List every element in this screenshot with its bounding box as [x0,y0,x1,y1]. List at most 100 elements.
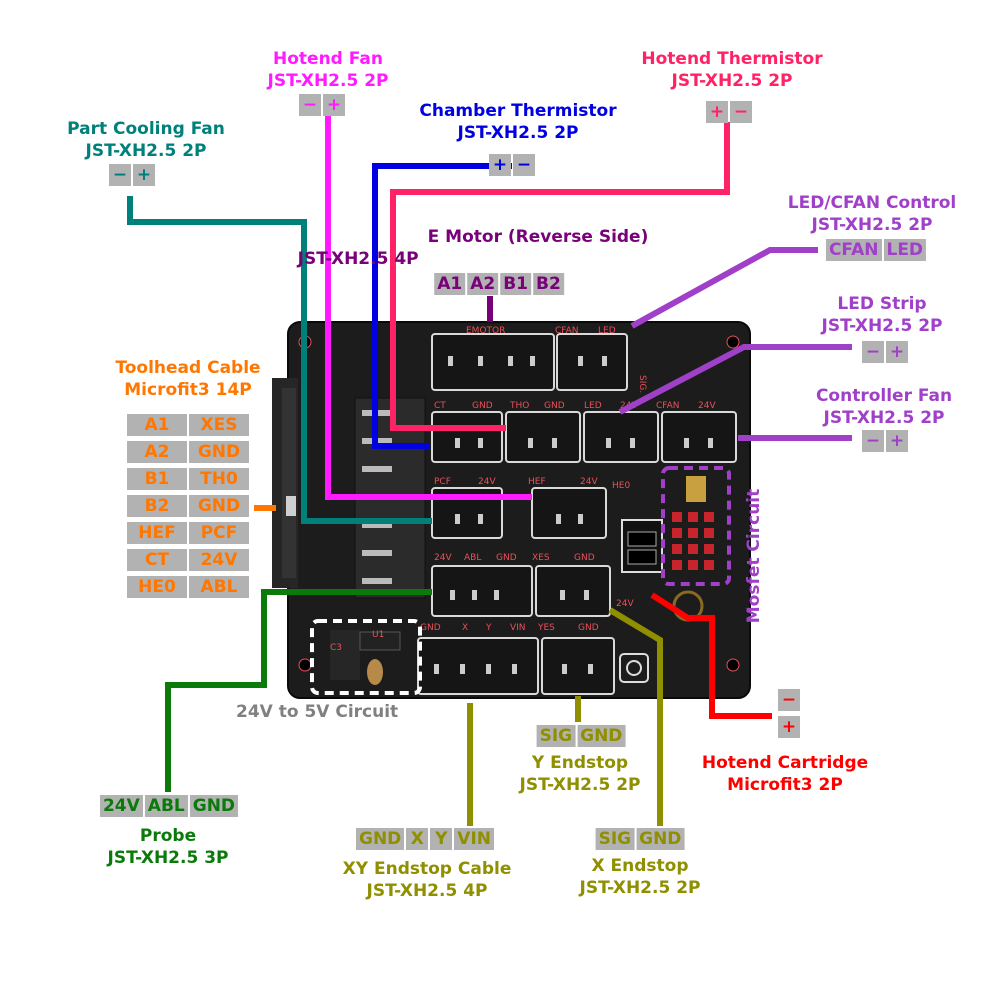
led-strip-pin-neg: − [862,341,884,363]
wire-x-endstop [608,607,663,826]
probe-label: Probe JST-XH2.5 3P [108,825,229,869]
controller-fan-pins: − + [862,430,908,452]
y-endstop-label: Y Endstop JST-XH2.5 2P [520,752,641,796]
hotend-cartridge-type: Microfit3 2P [727,775,843,795]
toolhead-pin-1: XES [189,414,249,436]
e-motor-pins: A1 A2 B1 B2 [434,273,564,295]
hotend-fan-label: Hotend Fan JST-XH2.5 2P [268,48,389,92]
toolhead-cable-label: Toolhead Cable Microfit3 14P [115,357,260,401]
mosfet-circuit-label: Mosfet Circuit [744,488,764,624]
toolhead-pin-5: TH0 [189,468,249,490]
hotend-thermistor-pins: + − [706,101,752,123]
part-cooling-fan-pin-pos: + [133,164,155,186]
silk-row4-0: 24V [434,553,452,563]
silk-row3-2: HEF [528,477,546,487]
chamber-thermistor-pin-neg: − [513,154,535,176]
controller-fan-type: JST-XH2.5 2P [823,408,945,428]
hotend-cartridge-pin-pos: + [778,716,800,738]
e-motor-pin-b1: B1 [500,273,531,295]
y-endstop-type: JST-XH2.5 2P [519,775,641,795]
probe-name: Probe [139,826,197,846]
silk-row2-3: GND [544,401,565,411]
hotend-fan-type: JST-XH2.5 2P [267,71,389,91]
toolhead-pin-4: B1 [127,468,187,490]
x-endstop-type: JST-XH2.5 2P [579,878,701,898]
part-cooling-fan-name: Part Cooling Fan [67,119,225,139]
controller-fan-name: Controller Fan [815,386,953,406]
hotend-thermistor-label: Hotend Thermistor JST-XH2.5 2P [641,48,822,92]
y-endstop-pin-gnd: GND [577,725,626,747]
probe-type: JST-XH2.5 3P [107,848,229,868]
pcb-board: EMOTOR CFAN LED SIG. CT GND THO GND LED … [272,321,751,699]
x-endstop-name: X Endstop [591,856,689,876]
led-cfan-pin-cfan: CFAN [825,239,882,261]
led-cfan-control-name: LED/CFAN Control [787,193,957,213]
chamber-thermistor-label: Chamber Thermistor JST-XH2.5 2P [419,100,616,144]
hotend-thermistor-type: JST-XH2.5 2P [671,71,793,91]
silk-row2-2: THO [509,401,529,411]
toolhead-pin-6: B2 [127,495,187,517]
probe-pin-abl: ABL [144,795,188,817]
controller-fan-pin-pos: + [886,430,908,452]
controller-fan-label: Controller Fan JST-XH2.5 2P [816,385,952,429]
silk-row5-4: YES [537,623,555,633]
silk-u1: U1 [372,630,384,640]
hotend-cartridge-name: Hotend Cartridge [701,753,869,773]
toolhead-cable-name: Toolhead Cable [115,358,261,378]
toolhead-pin-8: HEF [127,522,187,544]
led-strip-label: LED Strip JST-XH2.5 2P [822,293,943,337]
wire-hotend-fan [325,116,532,500]
silk-row2-0: CT [434,401,446,411]
silk-row3-0: PCF [434,477,451,487]
e-motor-pin-b2: B2 [533,273,564,295]
chamber-thermistor-name: Chamber Thermistor [419,101,617,121]
silk-row5-3: VIN [510,623,526,633]
xy-endstop-pins: GND X Y VIN [355,828,495,850]
led-cfan-control-type: JST-XH2.5 2P [811,215,933,235]
hotend-fan-pin-neg: − [299,94,321,116]
e-motor-pin-a2: A2 [467,273,499,295]
x-endstop-pin-gnd: GND [636,828,685,850]
hotend-cartridge-label: Hotend Cartridge Microfit3 2P [702,752,868,796]
toolhead-pin-9: PCF [189,522,249,544]
silk-row2-6: CFAN [656,401,680,411]
probe-pins: 24V ABL GND [99,795,239,817]
probe-pin-gnd: GND [189,795,239,817]
silk-row2-4: LED [584,401,602,411]
hotend-thermistor-pin-neg: − [730,101,752,123]
toolhead-pin-12: HE0 [127,576,187,598]
y-endstop-pins: SIG GND [536,725,626,747]
hotend-fan-name: Hotend Fan [273,49,383,69]
probe-pin-24v: 24V [99,795,143,817]
silk-row4-3: XES [532,553,550,563]
silk-row3-4: HE0 [612,481,630,491]
x-endstop-pin-sig: SIG [595,828,635,850]
e-motor-label: E Motor (Reverse Side) JST-XH2.5 4P [298,226,649,270]
wire-part-cooling-fan [127,196,432,524]
chamber-thermistor-pin-pos: + [489,154,511,176]
led-strip-pins: − + [862,341,908,363]
xy-endstop-cable-type: JST-XH2.5 4P [366,881,488,901]
wire-probe [165,589,432,792]
toolhead-pin-3: GND [189,441,249,463]
x-endstop-pins: SIG GND [595,828,685,850]
led-strip-type: JST-XH2.5 2P [821,316,943,336]
y-endstop-pin-sig: SIG [536,725,576,747]
silk-row3-3: 24V [580,477,598,487]
hotend-thermistor-pin-pos: + [706,101,728,123]
led-cfan-control-label: LED/CFAN Control JST-XH2.5 2P [788,192,956,236]
regulator-circuit-label: 24V to 5V Circuit [236,702,399,722]
part-cooling-fan-pins: − + [109,164,155,186]
silk-sig: SIG. [637,375,647,393]
hotend-fan-pins: − + [299,94,345,116]
xy-endstop-cable-label: XY Endstop Cable JST-XH2.5 4P [343,858,512,902]
led-strip-name: LED Strip [837,294,927,314]
silk-row4-2: GND [496,553,517,563]
silk-row5-5: GND [578,623,599,633]
toolhead-cable-type: Microfit3 14P [124,380,252,400]
y-endstop-name: Y Endstop [531,753,629,773]
silk-cfan: CFAN [555,326,579,336]
silk-row3-1: 24V [478,477,496,487]
silk-row5-2: Y [485,623,492,633]
xy-endstop-pin-x: X [406,828,429,850]
